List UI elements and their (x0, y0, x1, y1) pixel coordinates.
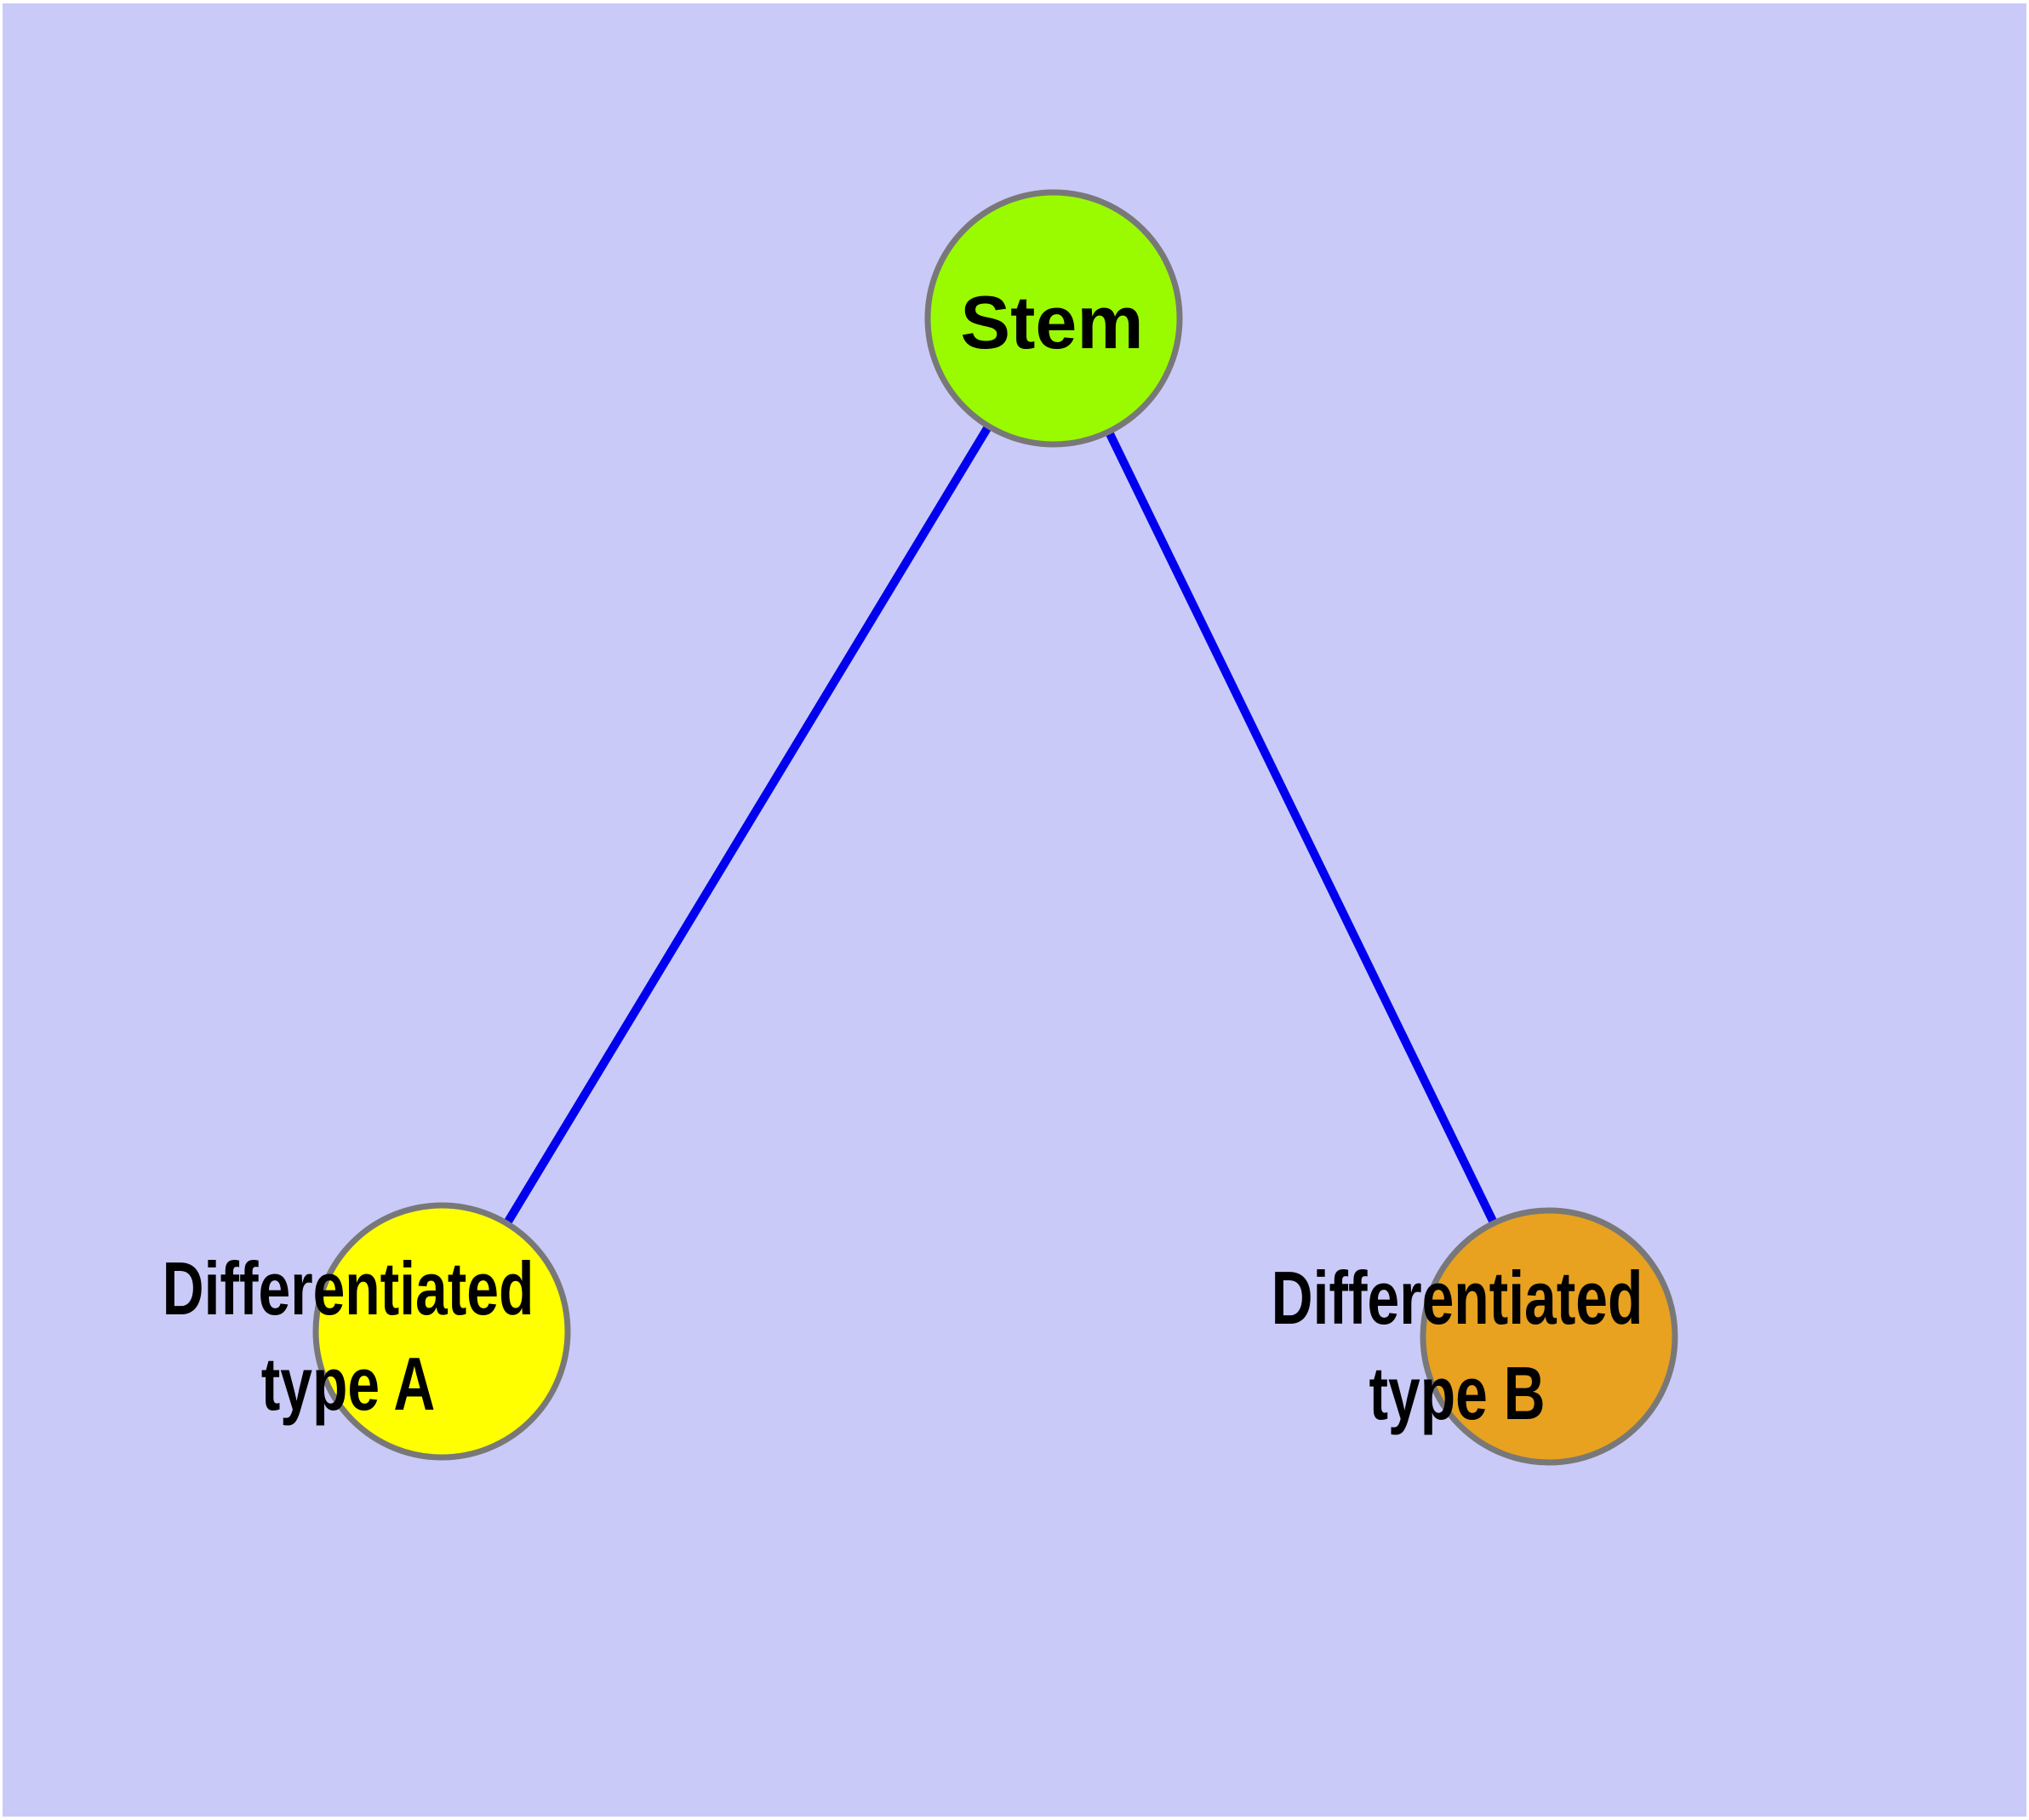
node-label-line: Differentiated (162, 1246, 534, 1331)
node-label-differentiated-type-b: Differentiated type B (1272, 1251, 1643, 1441)
node-label-stem: Stem (960, 275, 1143, 370)
node-label-line: Stem (960, 280, 1144, 364)
edge-stem-to-type-a (437, 316, 1058, 1334)
node-differentiated-type-a-circle (312, 1202, 571, 1461)
node-stem-circle (924, 189, 1183, 448)
node-label-differentiated-type-a: Differentiated type A (163, 1241, 534, 1432)
node-differentiated-type-b-circle (1420, 1207, 1678, 1466)
node-label-line: type B (1369, 1351, 1546, 1435)
node-label-line: type A (260, 1342, 436, 1426)
node-label-line: Differentiated (1271, 1256, 1643, 1340)
edge-stem-to-type-b (1049, 316, 1553, 1339)
